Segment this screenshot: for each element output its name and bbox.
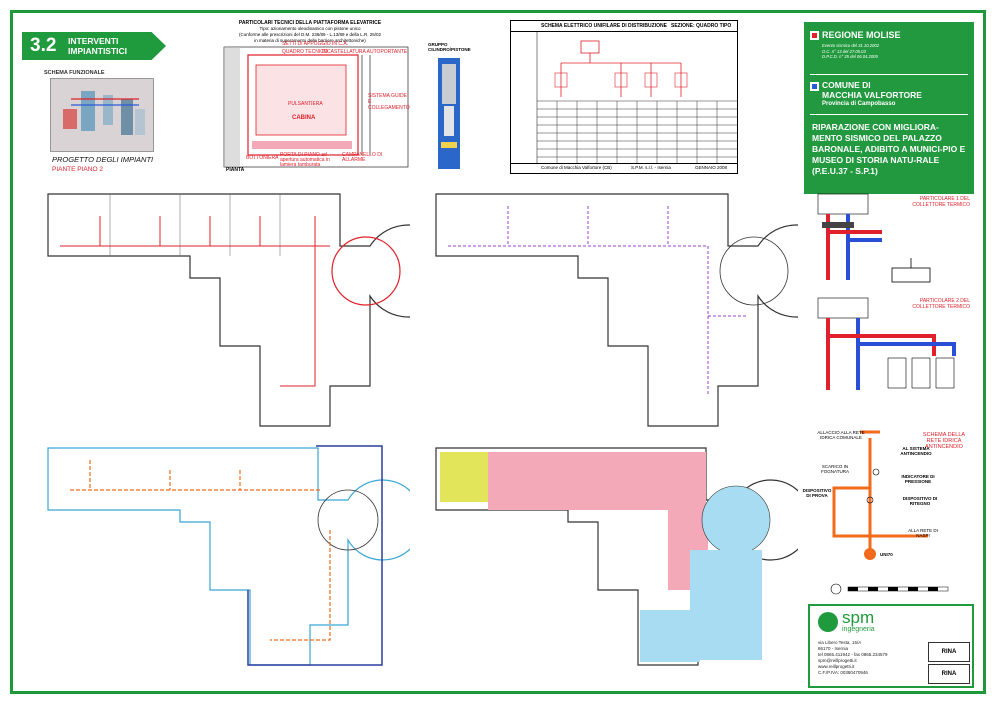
gruppo-label: GRUPPO CILINDRO/PISTONE	[428, 42, 471, 52]
sink-icon	[886, 258, 936, 290]
plan-top-left	[47, 193, 410, 427]
divider	[810, 74, 968, 75]
collettore-1-drawing	[804, 192, 884, 288]
section-badge: 3.2 INTERVENTI IMPIANTISTICI	[22, 32, 166, 60]
company-card: spm ingegneria via Libero Testa, 15/A 86…	[808, 604, 974, 688]
provincia: Provincia di Campobasso	[822, 101, 896, 107]
section-title: INTERVENTI IMPIANTISTICI	[68, 36, 128, 56]
company-sub: ingegneria	[842, 626, 875, 633]
regione-emblem-icon	[810, 31, 819, 40]
schema-elettrico: SCHEMA ELETTRICO UNIFILARE DI DISTRIBUZI…	[510, 20, 738, 174]
schema-funzionale-label: SCHEMA FUNZIONALE	[44, 70, 105, 76]
comune-name: COMUNE DI MACCHIA VALFORTORE	[822, 80, 922, 100]
schema-funzionale-image	[50, 78, 154, 152]
plan-top-right	[435, 193, 798, 427]
collettore-2-label: PARTICOLARE 2 DEL COLLETTORE TERMICO	[912, 298, 970, 310]
regione-name: REGIONE MOLISE	[822, 30, 901, 40]
regione-refs: Evento sismico del 31.10.2002 O.C. n° 13…	[822, 43, 880, 59]
project-label: PROGETTO DEGLI IMPIANTI	[52, 155, 154, 164]
piattaforma-drawing: SETTI DI APPOGGIO IN C.A. QUADRO TECNICO…	[223, 41, 410, 173]
gruppo-cilindro-drawing	[432, 56, 466, 171]
antincendio-diagram: ALLACCIO ALLA RETE IDRICA COMUNALE SCHEM…	[800, 428, 972, 578]
divider	[810, 114, 968, 115]
plan-bottom-right	[435, 447, 798, 666]
company-name: spm	[842, 608, 875, 627]
plan-bottom-left	[47, 445, 410, 666]
comune-emblem-icon	[810, 82, 819, 91]
collettore-2-drawing	[804, 296, 964, 394]
sheet-border	[10, 10, 986, 694]
spm-logo-icon	[818, 612, 838, 632]
company-address: via Libero Testa, 15/A 86170 - Isernia t…	[818, 640, 888, 675]
piattaforma-header: PARTICOLARI TECNICI DELLA PIATTAFORMA EL…	[238, 20, 382, 43]
project-title: RIPARAZIONE CON MIGLIORA-MENTO SISMICO D…	[812, 122, 966, 176]
section-number: 3.2	[30, 35, 57, 56]
project-info-panel: REGIONE MOLISE Evento sismico del 31.10.…	[804, 22, 974, 194]
rina-cert-2: RINA	[928, 664, 970, 684]
floor-label: PIANTE PIANO 2	[52, 166, 103, 173]
collettore-1-label: PARTICOLARE 1 DEL COLLETTORE TERMICO	[912, 196, 970, 208]
rina-cert: RINA	[928, 642, 970, 662]
scale-bar	[830, 582, 950, 595]
